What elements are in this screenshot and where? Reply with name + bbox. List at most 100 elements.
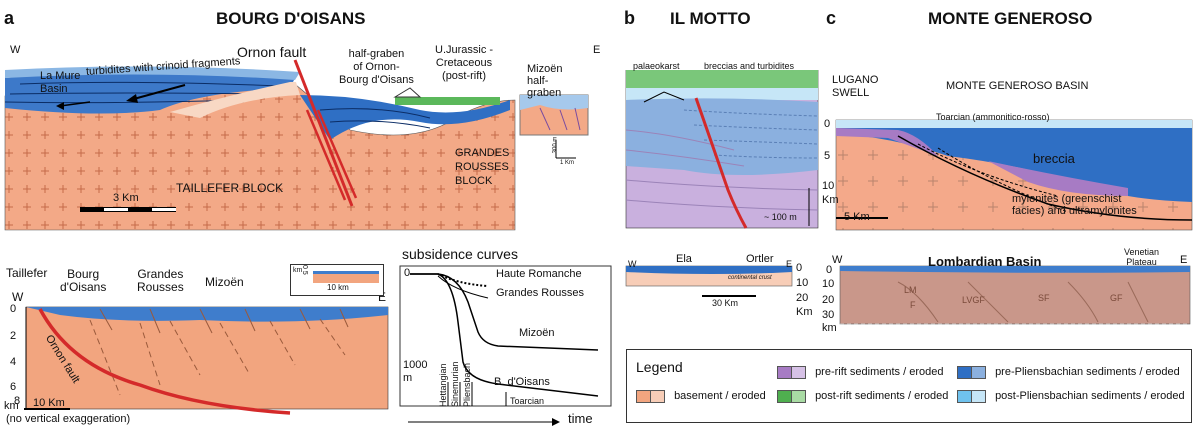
stage-hettangian: Hettangian — [438, 363, 448, 407]
fault-lvgf: LVGF — [962, 295, 985, 305]
fault-sf: SF — [1038, 293, 1050, 303]
motto-scale-label: ~ 100 m — [764, 212, 797, 222]
panel-a-letter: a — [4, 8, 15, 28]
subsidence-zero: 0 — [404, 267, 411, 279]
scale-3km-label: 3 Km — [113, 192, 139, 204]
breccia-label: breccia — [1033, 151, 1075, 166]
generoso-depth-10: 10 — [822, 180, 835, 192]
lombardian-east-label: E — [1180, 254, 1188, 266]
ornon-fault-line — [293, 59, 354, 207]
legend-title: Legend — [636, 359, 683, 375]
depth-tick-6: 6 — [10, 381, 17, 393]
east-label-deep: E — [378, 290, 387, 304]
ela-km-label: Km — [796, 306, 813, 318]
fault-f: F — [910, 300, 916, 310]
lombardian-depth-20: 20 — [822, 294, 835, 306]
ujurassic-label: U.Jurassic -Cretaceous(post-rift) — [435, 44, 494, 82]
bdoisans-curve-label: B. d'Oisans — [494, 376, 550, 388]
legend-postrift: post-rift sediments / eroded — [777, 390, 948, 403]
mizoen-curve-label: Mizoën — [519, 327, 555, 339]
west-label-a: W — [10, 44, 21, 56]
stage-pliensbach: Pliensbach — [462, 362, 472, 407]
legend-postpliensbachian: post-Pliensbachian sediments / eroded — [957, 390, 1185, 403]
no-exaggeration-note: (no vertical exaggeration) — [6, 413, 131, 425]
subsidence-chart — [399, 265, 612, 426]
breccias-label: breccias and turbidites — [704, 61, 795, 71]
taillefer-label: Taillefer — [6, 266, 48, 280]
oisans-deep-section — [24, 306, 389, 415]
legend-basement: basement / eroded — [636, 390, 766, 403]
toarcian-label: Toarcian (ammonitico-rosso) — [936, 112, 1050, 122]
ela-depth-0: 0 — [796, 262, 803, 274]
deep-section-sediments — [26, 307, 388, 322]
subsidence-y-unit: m — [403, 372, 413, 384]
ela-scale-label: 30 Km — [712, 298, 739, 308]
subsidence-title: subsidence curves — [402, 246, 518, 262]
haute-romanche-label: Haute Romanche — [496, 268, 582, 280]
panel-b-title: IL MOTTO — [670, 9, 751, 28]
lombardian-km-label: km — [822, 322, 837, 334]
time-axis-label: time — [568, 411, 593, 426]
legend-box: Legend basement / eroded pre-rift sedime… — [626, 349, 1192, 423]
generoso-scale-label: 5 Km — [844, 211, 870, 223]
monte-generoso-section — [835, 119, 1193, 231]
breccias-layer — [626, 98, 818, 175]
ela-ortler-section — [625, 265, 793, 297]
stage-toarcian: Toarcian — [510, 396, 545, 406]
inset-vertical-scale: 300 m — [552, 136, 559, 154]
grandes-rousses-curve-label: Grandes Rousses — [496, 287, 585, 299]
ela-label: Ela — [676, 253, 692, 265]
bourg-cross-section — [4, 59, 589, 231]
panel-a-title: BOURG D'OISANS — [216, 9, 366, 28]
fault-lm: LM — [904, 285, 917, 295]
mizoen-curve — [410, 273, 599, 351]
depth-tick-0: 0 — [10, 303, 17, 315]
lombardian-depth-30: 30 — [822, 309, 835, 321]
depth-tick-4: 4 — [10, 356, 17, 368]
stage-sinemurian: Sinemurian — [450, 361, 460, 407]
bdoisans-curve — [410, 273, 599, 397]
lombardian-depth-0: 0 — [826, 264, 833, 276]
scale-10km-label: 10 Km — [33, 397, 65, 409]
continental-crust-label: continental crust — [728, 275, 772, 281]
inset-horizontal-scale: 1 Km — [560, 160, 575, 166]
motto-fault — [694, 97, 748, 229]
post-rift-strip — [395, 97, 500, 105]
generoso-depth-0: 0 — [824, 118, 831, 130]
palaeokarst-label: palaeokarst — [633, 61, 680, 71]
subsidence-y-scale: 1000 — [403, 359, 428, 371]
ortler-label: Ortler — [746, 253, 774, 265]
lombardian-west-label: W — [832, 254, 843, 266]
generoso-km-label: Km — [822, 194, 839, 206]
ela-depth-10: 10 — [796, 277, 809, 289]
generoso-depth-5: 5 — [824, 150, 831, 162]
il-motto-section — [625, 70, 819, 229]
west-label-deep: W — [12, 290, 24, 304]
ela-west-label: W — [628, 259, 637, 269]
mizoen-label: Mizoën — [205, 275, 244, 289]
east-label-a: E — [593, 44, 601, 56]
ornon-fault-label: Ornon fault — [237, 44, 307, 60]
depth-km-label: km — [4, 400, 19, 412]
ornon-fault-deep — [38, 308, 291, 415]
panel-b-letter: b — [624, 8, 635, 28]
lombardian-section — [839, 265, 1191, 325]
deep-section-inset: km 0 5 10 km — [290, 264, 384, 296]
legend-prepliensbachian: pre-Pliensbachian sediments / eroded — [957, 366, 1180, 379]
fault-gf: GF — [1110, 293, 1123, 303]
generoso-basin-label: MONTE GENEROSO BASIN — [946, 80, 1089, 92]
panel-c-letter: c — [826, 8, 837, 28]
depth-tick-2: 2 — [10, 330, 17, 342]
lombardian-title: Lombardian Basin — [928, 254, 1042, 269]
legend-prerift: pre-rift sediments / eroded — [777, 366, 943, 379]
ela-depth-20: 20 — [796, 292, 809, 304]
